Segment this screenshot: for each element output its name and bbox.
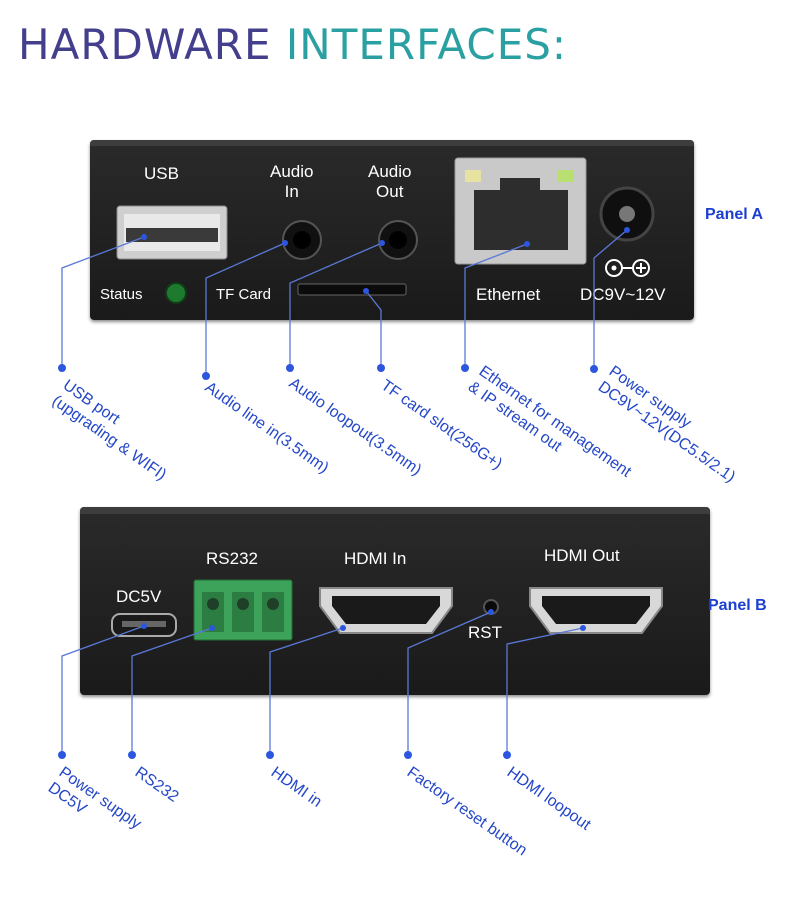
panel-b-leader-lines: [61, 611, 492, 755]
panel-a-leader-lines: [61, 229, 628, 755]
panel-b-label: Panel B: [708, 597, 767, 614]
dc-power-jack[interactable]: [599, 186, 655, 242]
status-label: Status: [100, 286, 143, 303]
tf-card-label: TF Card: [216, 286, 272, 303]
hdmi-out-port[interactable]: [529, 587, 663, 634]
audio-out-jack[interactable]: [378, 220, 418, 260]
panel-b-leader-dots: [58, 609, 586, 759]
usb-port[interactable]: [116, 205, 228, 260]
title-part-interfaces: INTERFACES:: [285, 20, 568, 69]
ethernet-port[interactable]: [454, 157, 587, 265]
status-led: [165, 282, 187, 304]
ethernet-label: Ethernet: [476, 285, 541, 304]
polarity-symbol-icon: [605, 259, 650, 277]
panel-a-label: Panel A: [705, 206, 764, 223]
title-part-hardware: HARDWARE: [18, 20, 272, 69]
dc-voltage-label: DC9V~12V: [580, 285, 666, 304]
rs232-label: RS232: [206, 549, 258, 568]
rst-label: RST: [468, 623, 502, 642]
panel-a-leader-dots: [58, 227, 630, 380]
hdmi-in-port[interactable]: [319, 587, 453, 634]
dc5v-label: DC5V: [116, 587, 162, 606]
tf-card-slot[interactable]: [297, 283, 407, 296]
page-title: HARDWARE INTERFACES:: [18, 20, 567, 69]
hdmi-in-label: HDMI In: [344, 549, 407, 568]
hdmi-out-label: HDMI Out: [544, 546, 620, 565]
usb-label: USB: [144, 164, 179, 183]
rs232-terminal-block[interactable]: [193, 579, 293, 641]
audio-in-jack[interactable]: [282, 220, 322, 260]
